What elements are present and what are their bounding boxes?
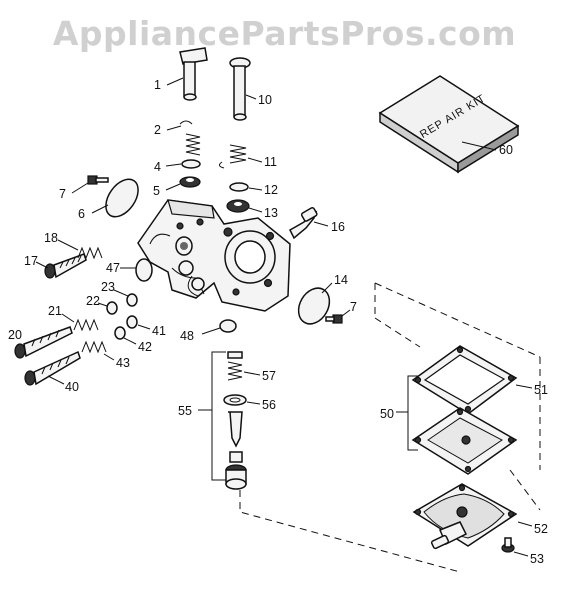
spring-43 — [81, 340, 107, 354]
label-56: 56 — [262, 398, 276, 412]
spring-21 — [73, 318, 99, 332]
needle-16 — [289, 207, 318, 240]
label-20: 20 — [8, 328, 22, 342]
label-51: 51 — [534, 383, 548, 397]
screw-53 — [501, 537, 515, 553]
label-12: 12 — [264, 183, 278, 197]
dashed-connector-bottom — [239, 490, 461, 573]
label-13: 13 — [264, 206, 278, 220]
label-48: 48 — [180, 329, 194, 343]
label-22: 22 — [86, 294, 100, 308]
bracket-50 — [407, 375, 418, 451]
leader-60 — [461, 141, 497, 151]
label-6: 6 — [78, 207, 85, 221]
label-10: 10 — [258, 93, 272, 107]
bracket-55 — [211, 351, 226, 481]
label-21: 21 — [48, 304, 62, 318]
washer-22 — [106, 301, 118, 315]
label-7-left: 7 — [59, 187, 66, 201]
label-23: 23 — [101, 280, 115, 294]
pump-cover-52 — [412, 483, 518, 550]
screw-17 — [44, 253, 87, 279]
washer-42 — [114, 326, 126, 340]
spring-18 — [77, 246, 103, 260]
choke-plate — [297, 287, 331, 325]
label-1: 1 — [154, 78, 161, 92]
screw-7-left — [87, 175, 109, 185]
label-2: 2 — [154, 123, 161, 137]
plug-47 — [135, 258, 153, 282]
choke-shaft — [229, 57, 251, 121]
label-47: 47 — [106, 261, 120, 275]
watermark: AppliancePartsPros.com — [52, 14, 517, 53]
needle-spring-57 — [227, 351, 243, 381]
seal-13 — [226, 199, 250, 213]
label-43: 43 — [116, 356, 130, 370]
label-5: 5 — [153, 184, 160, 198]
label-52: 52 — [534, 522, 548, 536]
needle-55 — [225, 411, 247, 490]
plug-48 — [219, 319, 237, 333]
label-4: 4 — [154, 160, 161, 174]
washer-4 — [181, 159, 201, 169]
throttle-shaft — [179, 47, 208, 101]
carburetor-body — [137, 199, 291, 312]
washer-41 — [126, 315, 138, 329]
label-60: 60 — [499, 143, 513, 157]
throttle-spring — [185, 133, 201, 156]
label-16: 16 — [331, 220, 345, 234]
label-40: 40 — [65, 380, 79, 394]
label-7-right: 7 — [350, 300, 357, 314]
screw-7-right — [325, 314, 343, 324]
repair-kit-box: REP AIR KIT — [378, 75, 520, 174]
seal-5 — [179, 176, 201, 188]
label-42: 42 — [138, 340, 152, 354]
washer-23 — [126, 293, 138, 307]
gasket-51 — [411, 345, 518, 415]
screw-20 — [14, 326, 73, 359]
label-14: 14 — [334, 273, 348, 287]
label-11: 11 — [264, 155, 277, 169]
o-ring-56 — [223, 394, 247, 406]
choke-spring — [218, 144, 247, 169]
diaphragm — [411, 407, 518, 475]
throttle-plate — [105, 178, 139, 218]
label-57: 57 — [262, 369, 276, 383]
label-18: 18 — [44, 231, 58, 245]
washer-12 — [229, 182, 249, 192]
label-17: 17 — [24, 254, 38, 268]
label-50: 50 — [380, 407, 394, 421]
label-53: 53 — [530, 552, 544, 566]
label-41: 41 — [152, 324, 166, 338]
screw-40 — [24, 350, 81, 386]
label-55: 55 — [178, 404, 192, 418]
